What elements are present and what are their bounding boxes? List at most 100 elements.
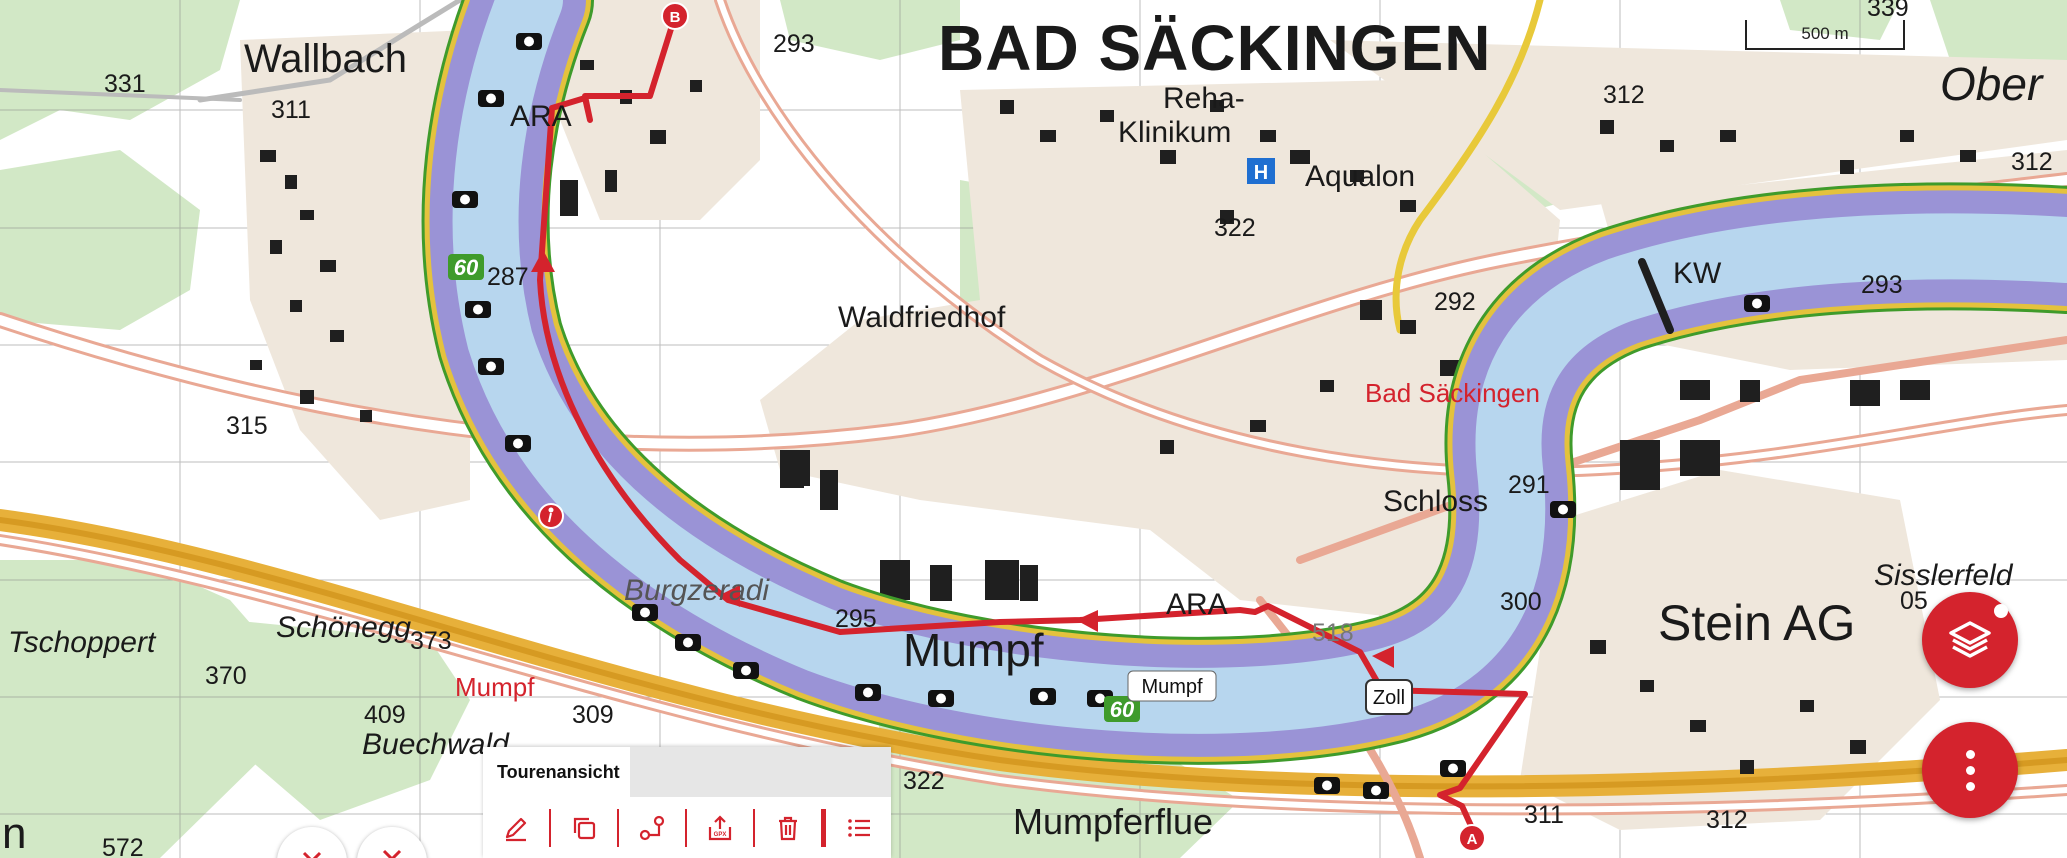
toolbar-divider <box>548 808 551 847</box>
delete-tour-button[interactable] <box>768 808 808 848</box>
svg-text:293: 293 <box>773 30 815 58</box>
town-label: BAD SÄCKINGEN <box>938 12 1491 84</box>
tab-tour-view-label: Tourenansicht <box>497 761 620 782</box>
list-icon <box>847 818 870 837</box>
camera-icon <box>505 435 531 452</box>
svg-text:370: 370 <box>205 662 247 690</box>
svg-text:Reha-: Reha- <box>1163 82 1245 115</box>
more-options-button[interactable] <box>1922 722 2018 818</box>
svg-text:n: n <box>2 809 26 858</box>
svg-text:Sisslerfeld: Sisslerfeld <box>1874 559 2014 592</box>
hiker-icon[interactable] <box>538 503 564 529</box>
svg-text:287: 287 <box>487 263 529 291</box>
svg-text:373: 373 <box>410 627 452 655</box>
tab-tour-view[interactable]: Tourenansicht <box>483 747 630 797</box>
layers-icon <box>1949 621 1991 658</box>
camera-icon <box>1550 501 1576 518</box>
camera-icon <box>478 90 504 107</box>
mumpf-station-box[interactable]: Mumpf <box>1127 670 1217 702</box>
tour-panel: Tourenansicht <box>483 747 891 858</box>
svg-text:Mumpf: Mumpf <box>1141 676 1203 698</box>
scale-label: 500 m <box>1801 24 1849 43</box>
svg-text:518: 518 <box>1312 619 1354 647</box>
toolbar-divider <box>752 808 755 847</box>
camera-icon <box>1440 760 1466 777</box>
town-label: Stein AG <box>1658 595 1855 651</box>
svg-text:Klinikum: Klinikum <box>1118 116 1231 149</box>
camera-icon <box>928 690 954 707</box>
svg-text:312: 312 <box>1706 806 1748 834</box>
tour-list-button[interactable] <box>839 808 879 848</box>
camera-icon <box>1744 295 1770 312</box>
copy-tour-button[interactable] <box>564 808 604 848</box>
close-icon <box>382 849 402 858</box>
edit-icon <box>505 817 526 841</box>
svg-text:291: 291 <box>1508 471 1550 499</box>
toolbar-divider <box>616 808 619 847</box>
svg-text:293: 293 <box>1861 271 1903 299</box>
camera-icon <box>1363 782 1389 799</box>
town-label: Wallbach <box>244 37 407 81</box>
tour-toolbar: GPX <box>483 797 891 858</box>
svg-text:295: 295 <box>835 605 877 633</box>
svg-text:GPX: GPX <box>713 832 726 838</box>
station-label: Mumpf <box>455 672 535 702</box>
tab-bar-filler <box>630 747 891 797</box>
layers-button[interactable] <box>1922 592 2018 688</box>
svg-text:ARA: ARA <box>1166 588 1228 621</box>
rhine-river <box>421 0 2067 765</box>
more-vertical-icon <box>1965 749 1975 791</box>
svg-text:322: 322 <box>903 767 945 795</box>
svg-text:322: 322 <box>1214 214 1256 242</box>
svg-text:Mumpferflue: Mumpferflue <box>1013 801 1213 842</box>
svg-text:Tschoppert: Tschoppert <box>8 626 157 659</box>
camera-icon <box>675 634 701 651</box>
route-end-marker[interactable]: B <box>661 2 689 30</box>
svg-text:312: 312 <box>2011 148 2053 176</box>
photo-markers[interactable] <box>452 33 1770 799</box>
gpx-export-icon: GPX <box>708 814 731 840</box>
svg-text:H: H <box>1254 162 1268 184</box>
svg-text:Burgzeradi: Burgzeradi <box>624 574 770 607</box>
buildings <box>250 60 1976 774</box>
svg-text:339: 339 <box>1867 0 1909 22</box>
elevation-labels: 331 311 287 315 293 322 292 312 339 312 … <box>102 0 2053 858</box>
route-direction-arrows <box>531 250 1394 668</box>
toolbar-divider <box>684 808 687 847</box>
toolbar-divider <box>820 808 826 847</box>
svg-text:ARA: ARA <box>510 100 572 133</box>
marker-b-label: B <box>670 9 681 26</box>
svg-text:Ober: Ober <box>1940 58 2044 110</box>
svg-text:05: 05 <box>1900 587 1928 615</box>
town-label: Mumpf <box>903 624 1044 676</box>
camera-icon <box>516 33 542 50</box>
svg-text:311: 311 <box>271 96 311 124</box>
svg-text:315: 315 <box>226 412 268 440</box>
svg-text:331: 331 <box>104 70 146 98</box>
route-planner-button[interactable] <box>632 808 672 848</box>
camera-icon <box>632 604 658 621</box>
tour-route <box>537 13 1528 831</box>
gpx-export-button[interactable]: GPX <box>700 808 740 848</box>
svg-text:60: 60 <box>1110 697 1135 722</box>
svg-text:Schloss: Schloss <box>1383 485 1488 518</box>
camera-icon <box>855 684 881 701</box>
svg-text:311: 311 <box>1524 801 1564 829</box>
svg-text:312: 312 <box>1603 81 1645 109</box>
camera-icon <box>452 191 478 208</box>
svg-text:572: 572 <box>102 834 144 858</box>
svg-text:Schönegg: Schönegg <box>276 611 411 644</box>
route-start-marker[interactable]: A <box>1458 824 1486 852</box>
edit-tour-button[interactable] <box>496 808 536 848</box>
chevron-down-icon <box>302 851 322 858</box>
camera-icon <box>478 358 504 375</box>
svg-text:409: 409 <box>364 701 406 729</box>
hospital-icon: H <box>1247 158 1275 184</box>
svg-text:309: 309 <box>572 701 614 729</box>
station-label: Bad Säckingen <box>1365 378 1540 408</box>
notification-dot <box>1994 604 2008 618</box>
marker-a-label: A <box>1467 831 1478 848</box>
camera-icon <box>1030 688 1056 705</box>
